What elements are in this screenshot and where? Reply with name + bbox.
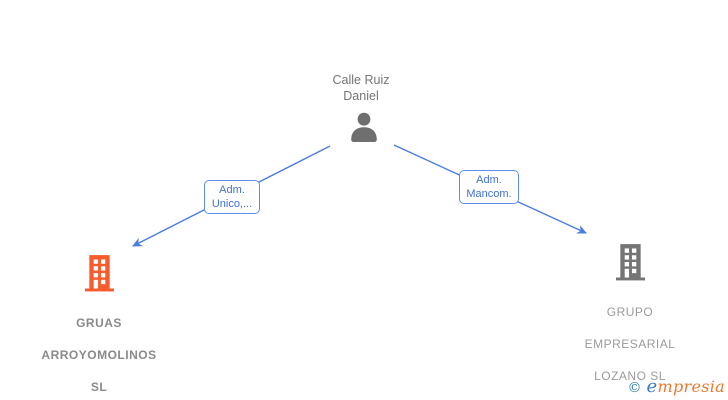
edge-label-line2: Unico,... <box>211 198 253 210</box>
brand-rest: mpresia <box>657 377 725 396</box>
person-node[interactable] <box>348 112 380 142</box>
person-name-line2: Daniel <box>343 89 379 103</box>
edge-label-adm-unico: Adm. Unico,... <box>204 180 260 214</box>
edge-label-line1: Adm. <box>476 174 502 186</box>
brand-initial: e <box>646 376 658 397</box>
company-node-gruas-arroyomolinos[interactable]: GRUAS ARROYOMOLINOS SL <box>19 255 179 400</box>
edge-label-adm-mancom: Adm. Mancom. <box>459 170 519 204</box>
building-icon <box>615 244 646 286</box>
edge-label-line2: Mancom. <box>466 188 512 200</box>
empresia-logo: © empresia <box>628 376 725 397</box>
brand-text: empresia <box>647 376 725 397</box>
person-name: Calle Ruiz Daniel <box>281 72 441 104</box>
copyright-icon: © <box>627 380 642 396</box>
company-name: GRUPO EMPRESARIAL LOZANO SL <box>584 305 676 383</box>
building-icon <box>84 255 115 297</box>
company-node-grupo-empresarial-lozano[interactable]: GRUPO EMPRESARIAL LOZANO SL <box>550 244 710 400</box>
edge-label-line1: Adm. <box>219 184 245 196</box>
company-name: GRUAS ARROYOMOLINOS SL <box>41 316 157 394</box>
person-icon <box>351 112 377 142</box>
person-name-line1: Calle Ruiz <box>332 73 390 87</box>
